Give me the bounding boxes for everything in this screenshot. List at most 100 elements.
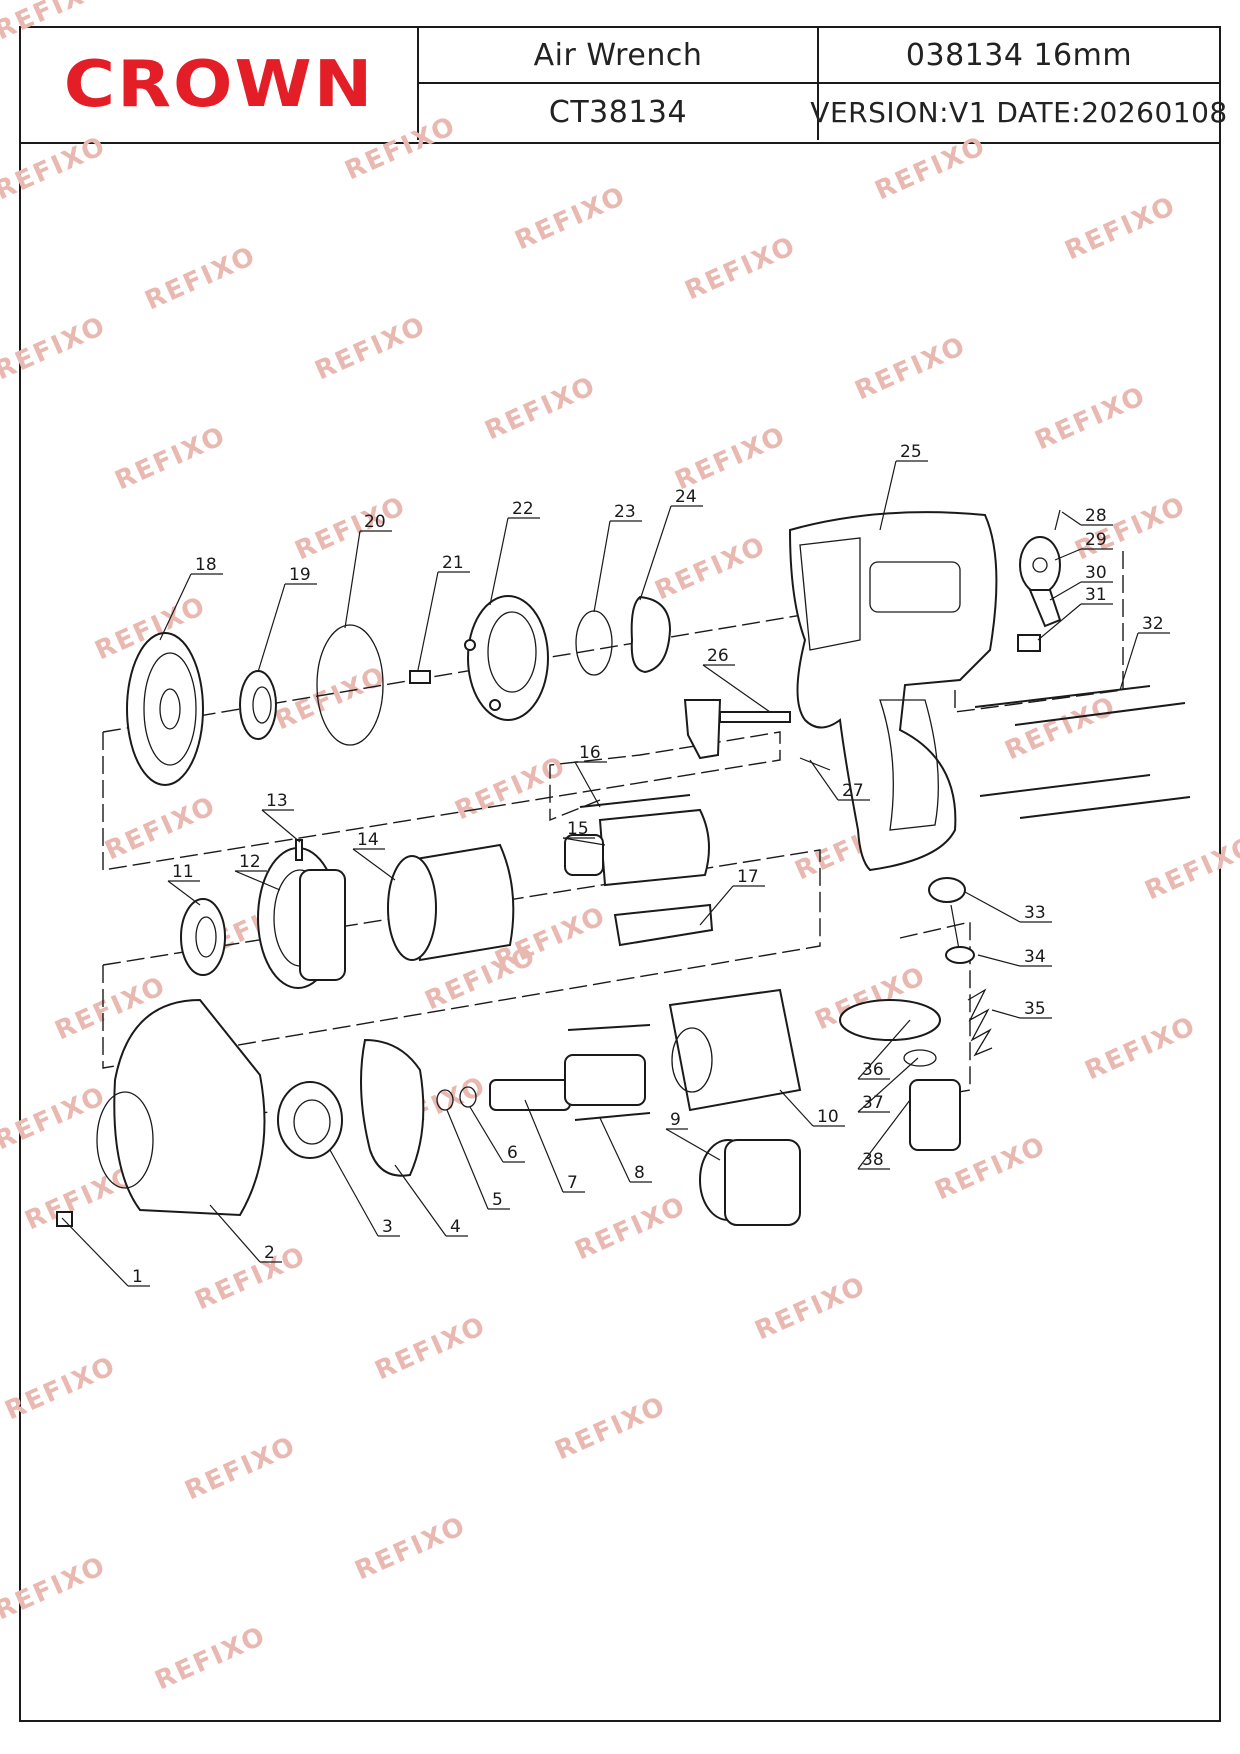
part-label-3: 3: [382, 1217, 393, 1237]
part-10-hammer-cage: [668, 988, 802, 1112]
watermark-text: REFIXO: [351, 0, 471, 6]
part-label-37: 37: [862, 1093, 884, 1113]
part-label-8: 8: [634, 1163, 645, 1183]
watermark-text: REFIXO: [1061, 191, 1181, 267]
leader-line: [446, 1109, 489, 1210]
title-block: CROWN Air Wrench CT38134 038134 16mm VER…: [21, 28, 1228, 144]
watermark-text: REFIXO: [101, 791, 221, 867]
watermark-text: REFIXO: [481, 371, 601, 447]
watermark-text: REFIXO: [511, 181, 631, 257]
part-11-bearing: [180, 898, 226, 976]
product-name: Air Wrench: [419, 28, 819, 84]
leader-line: [417, 571, 439, 671]
part-label-22: 22: [512, 499, 534, 519]
part-label-9: 9: [670, 1110, 681, 1130]
watermark-text: REFIXO: [851, 331, 971, 407]
part-label-20: 20: [364, 512, 386, 532]
watermark-text: REFIXO: [571, 1191, 691, 1267]
part-7-anvil: [489, 1054, 646, 1111]
part-label-26: 26: [707, 646, 729, 666]
part-label-13: 13: [266, 791, 288, 811]
part-4-gasket: [360, 1038, 425, 1177]
leader-line: [394, 1164, 447, 1237]
part-label-28: 28: [1085, 506, 1107, 526]
part-32-bolts: [974, 685, 1191, 819]
part-34-valve-stem: [945, 904, 975, 964]
leader-line: [593, 520, 611, 613]
part-36-muffler: [839, 999, 941, 1041]
part-label-36: 36: [862, 1060, 884, 1080]
part-label-2: 2: [264, 1243, 275, 1263]
part-label-31: 31: [1085, 585, 1107, 605]
leader-line: [964, 891, 1021, 923]
part-22-rear-housing: [464, 595, 549, 721]
watermark-text: REFIXO: [0, 0, 111, 46]
leader-line: [857, 1099, 911, 1170]
part-label-18: 18: [195, 555, 217, 575]
drawing-sheet: CROWN Air Wrench CT38134 038134 16mm VER…: [19, 26, 1228, 1722]
watermark-text: REFIXO: [751, 1271, 871, 1347]
part-label-1: 1: [132, 1267, 143, 1287]
part-24-gasket: [630, 595, 672, 674]
leader-line: [574, 761, 601, 808]
part-label-21: 21: [442, 553, 464, 573]
part-label-32: 32: [1142, 614, 1164, 634]
part-label-24: 24: [675, 487, 697, 507]
part-37-o-ring: [903, 1049, 937, 1067]
leader-line: [352, 848, 396, 881]
watermark-text: REFIXO: [1141, 831, 1240, 907]
leader-line: [1054, 548, 1082, 561]
part-label-16: 16: [579, 743, 601, 763]
leader-line: [1061, 511, 1082, 526]
leader-line: [665, 1128, 721, 1161]
leader-line: [61, 1217, 129, 1287]
part-3-washer: [277, 1081, 343, 1159]
part-38-air-inlet: [909, 1079, 961, 1151]
leader-line: [702, 664, 771, 713]
part-27-trigger-pin: [799, 757, 831, 771]
part-5-o-ring: [436, 1089, 454, 1111]
part-23-o-ring: [575, 610, 613, 676]
watermark-text: REFIXO: [1081, 1011, 1201, 1087]
part-15-rotor: [564, 808, 710, 887]
watermark-text: REFIXO: [291, 491, 411, 567]
leader-line: [991, 1009, 1021, 1019]
leader-line: [489, 517, 509, 606]
part-14-cylinder: [387, 843, 515, 962]
leader-line: [562, 837, 606, 846]
brand-logo-text: CROWN: [63, 46, 375, 122]
part-label-23: 23: [614, 502, 636, 522]
part-label-27: 27: [842, 781, 864, 801]
watermark-text: REFIXO: [0, 1551, 111, 1627]
version-date: VERSION:V1 DATE:20260108: [810, 95, 1228, 129]
brand-logo: CROWN: [21, 28, 419, 140]
part-label-30: 30: [1085, 563, 1107, 583]
model-number: CT38134: [419, 84, 819, 140]
leader-line: [639, 505, 672, 601]
watermark-text: REFIXO: [1, 1351, 121, 1427]
part-label-35: 35: [1024, 999, 1046, 1019]
watermark-text: REFIXO: [311, 311, 431, 387]
part-label-5: 5: [492, 1190, 503, 1210]
part-label-12: 12: [239, 852, 261, 872]
watermark-text: REFIXO: [681, 231, 801, 307]
part-8-pins: [567, 1024, 651, 1121]
watermark-text: REFIXO: [271, 661, 391, 737]
watermark-text: REFIXO: [371, 1311, 491, 1387]
part-label-33: 33: [1024, 903, 1046, 923]
part-25-main-housing: [788, 511, 998, 872]
part-label-34: 34: [1024, 947, 1046, 967]
part-label-14: 14: [357, 830, 379, 850]
part-label-6: 6: [507, 1143, 518, 1163]
part-31-screw: [1017, 634, 1041, 652]
leader-line: [524, 1099, 564, 1193]
part-label-7: 7: [567, 1173, 578, 1193]
part-label-4: 4: [450, 1217, 461, 1237]
part-9-hammer: [699, 1139, 801, 1226]
leader-line: [1119, 632, 1139, 691]
watermark-text: REFIXO: [651, 531, 771, 607]
part-6-o-ring: [459, 1086, 477, 1108]
watermark-text: REFIXO: [1071, 491, 1191, 567]
